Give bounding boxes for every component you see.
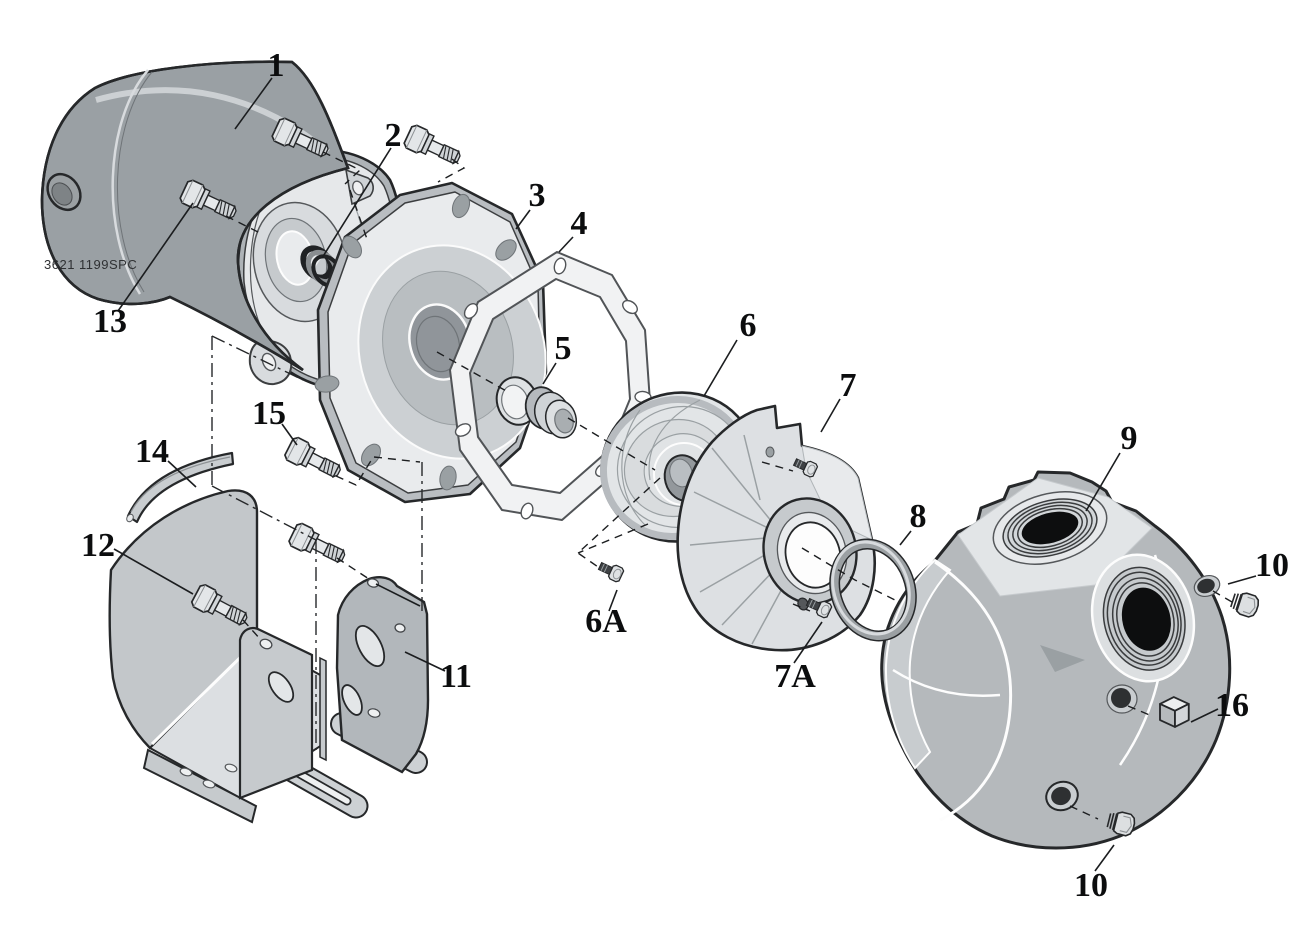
callout-7: 7 xyxy=(840,367,857,404)
callout-15: 15 xyxy=(252,395,286,432)
callout-9: 9 xyxy=(1121,420,1138,457)
strap xyxy=(126,451,235,524)
drawing-number: 3621 1199SPC xyxy=(44,257,137,272)
seal-plate xyxy=(314,181,548,504)
shaft-seal xyxy=(495,376,578,439)
callout-6a: 6A xyxy=(585,603,627,640)
callout-10-right: 10 xyxy=(1255,547,1289,584)
base-bracket xyxy=(108,489,430,824)
assembly-dashed-lines xyxy=(225,151,1233,820)
callout-7a: 7A xyxy=(774,658,816,695)
motor-body xyxy=(40,60,350,372)
callout-6: 6 xyxy=(740,307,757,344)
callout-16: 16 xyxy=(1215,687,1249,724)
callout-12: 12 xyxy=(81,527,115,564)
motor-bolt-top-right xyxy=(401,122,465,171)
callout-4: 4 xyxy=(571,205,588,242)
pump-housing xyxy=(880,470,1232,850)
diffuser xyxy=(676,404,876,652)
plug-10-right xyxy=(1228,589,1262,620)
callout-3: 3 xyxy=(529,177,546,214)
callout-8: 8 xyxy=(910,498,927,535)
o-ring xyxy=(829,538,917,642)
leader-lines xyxy=(113,77,1257,872)
screw-6a xyxy=(596,558,626,584)
callout-11: 11 xyxy=(440,658,472,695)
suction-port xyxy=(1090,553,1196,683)
callout-10-bottom: 10 xyxy=(1074,867,1108,904)
callout-1: 1 xyxy=(268,47,285,84)
bolt-mid xyxy=(286,520,350,570)
callout-5: 5 xyxy=(555,330,572,367)
discharge-port xyxy=(992,491,1108,565)
callout-2: 2 xyxy=(385,117,402,154)
bolt-15 xyxy=(282,435,346,485)
callout-13: 13 xyxy=(93,303,127,340)
plug-16 xyxy=(1159,696,1190,728)
callout-14: 14 xyxy=(135,433,169,470)
gasket xyxy=(449,251,652,521)
alignment-lines xyxy=(211,335,423,750)
